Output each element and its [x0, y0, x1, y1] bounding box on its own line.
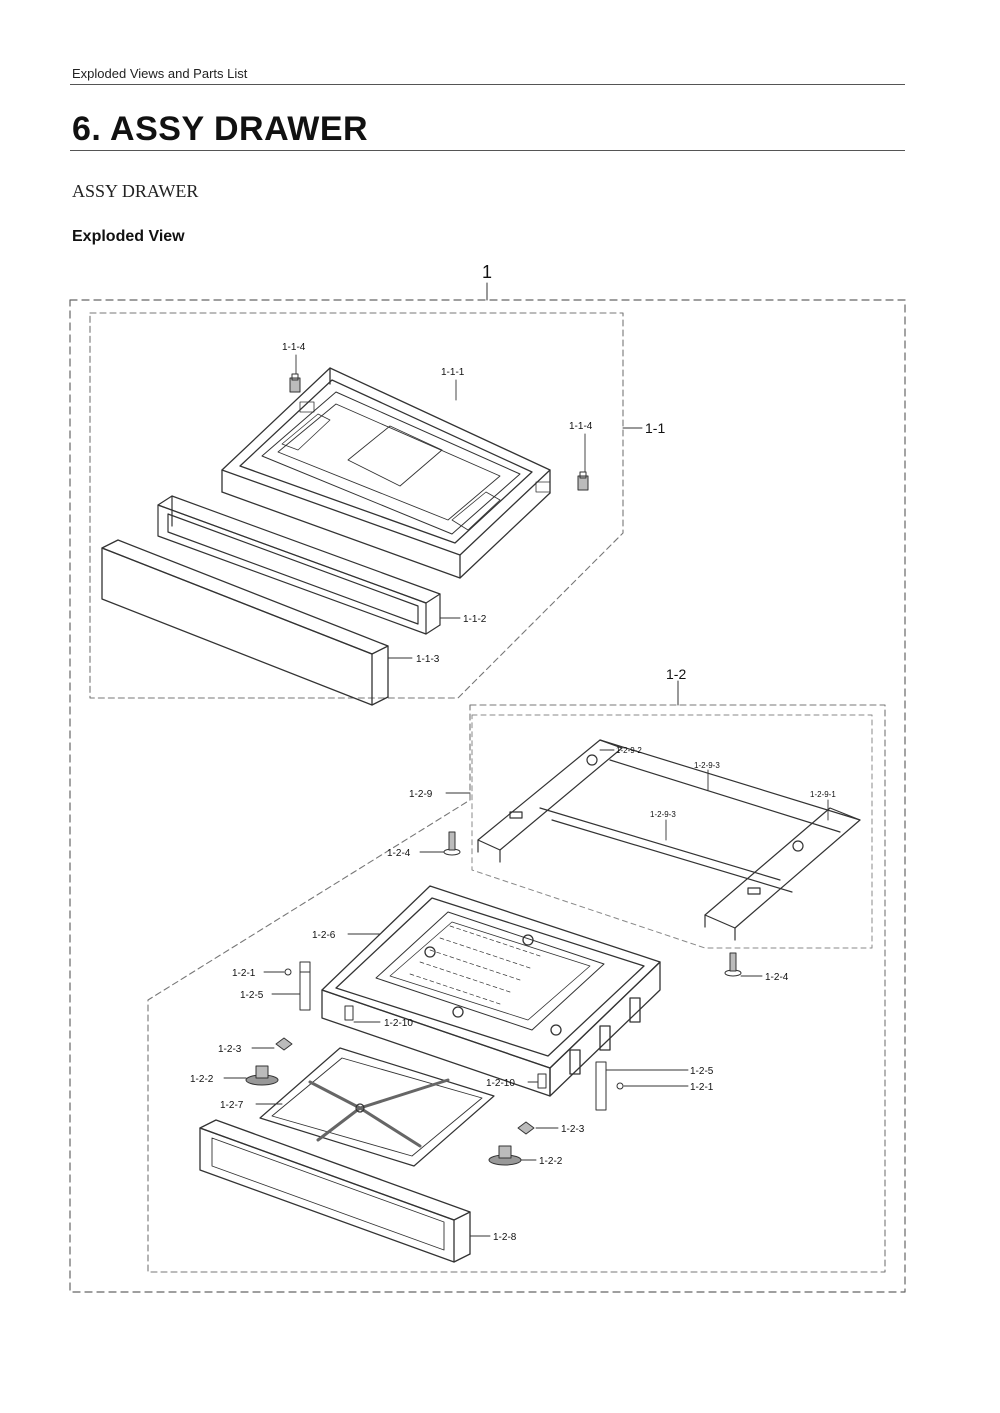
label-1-1-1: 1-1-1: [441, 367, 465, 378]
part-stopper-left: [344, 1005, 354, 1021]
label-1-2-7: 1-2-7: [220, 1100, 244, 1111]
part-caster-left: [245, 1065, 279, 1086]
title-rule: [70, 150, 905, 151]
label-1-2-2-left: 1-2-2: [190, 1074, 214, 1085]
part-caster-clip-left: [275, 1037, 293, 1051]
label-1-2-9: 1-2-9: [409, 789, 433, 800]
sub-assembly-1-2-boundary: [147, 704, 886, 1273]
label-1-2-5-left: 1-2-5: [240, 990, 264, 1001]
sub-assembly-1-1-boundary: [89, 312, 624, 699]
part-slide-clip-right: [577, 471, 589, 491]
label-1-2-10-left: 1-2-10: [384, 1018, 413, 1029]
part-caster-clip-right: [517, 1121, 535, 1135]
part-side-bracket-left: [284, 961, 311, 1011]
section-heading: Exploded View: [72, 228, 185, 245]
part-caster-right: [488, 1145, 522, 1166]
part-front-panel: [101, 539, 389, 706]
label-1-1-2: 1-1-2: [463, 614, 487, 625]
label-1-2-1-left: 1-2-1: [232, 968, 256, 979]
part-front-frame: [157, 495, 441, 635]
part-leveling-foot-upper: [443, 831, 461, 856]
assembly-subtitle: ASSY DRAWER: [72, 181, 199, 201]
part-stopper-right: [537, 1073, 547, 1089]
label-1-1-4-left: 1-1-4: [282, 342, 306, 353]
part-drawer-tub: [221, 367, 551, 579]
label-1-2-8: 1-2-8: [493, 1232, 517, 1243]
label-1-2-9-1: 1-2-9-1: [810, 790, 836, 799]
label-1-2-9-3-mid: 1-2-9-3: [650, 810, 676, 819]
label-1-2-5-right: 1-2-5: [690, 1066, 714, 1077]
page-title: 6. ASSY DRAWER: [72, 110, 369, 148]
part-rail-frame: [477, 739, 861, 941]
part-bottom-plate: [259, 1047, 495, 1167]
part-leveling-foot-lower: [724, 952, 742, 977]
label-1-2: 1-2: [666, 666, 686, 682]
label-1-1-3: 1-1-3: [416, 654, 440, 665]
label-1-1: 1-1: [645, 420, 665, 436]
label-1-2-6: 1-2-6: [312, 930, 336, 941]
label-1-2-2-right: 1-2-2: [539, 1156, 563, 1167]
sub-assembly-1-2-9-boundary: [471, 714, 873, 949]
label-1-2-4-right: 1-2-4: [765, 972, 789, 983]
label-1-2-4-left: 1-2-4: [387, 848, 411, 859]
part-cart-frame: [321, 885, 661, 1097]
label-1-2-1-right: 1-2-1: [690, 1082, 714, 1093]
part-slide-clip-left: [289, 373, 301, 393]
running-header: Exploded Views and Parts List: [72, 66, 248, 81]
assembly-1-boundary: [69, 299, 906, 1293]
part-side-bracket-right: [595, 1061, 624, 1111]
label-1-2-10-right: 1-2-10: [486, 1078, 515, 1089]
label-1: 1: [482, 262, 492, 282]
header-rule: [70, 84, 905, 85]
part-cart-front-frame: [199, 1119, 471, 1263]
label-1-2-9-2: 1-2-9-2: [616, 746, 642, 755]
label-1-2-3-right: 1-2-3: [561, 1124, 585, 1135]
label-1-1-4-right: 1-1-4: [569, 421, 593, 432]
label-1-2-9-3-top: 1-2-9-3: [694, 761, 720, 770]
label-1-2-3-left: 1-2-3: [218, 1044, 242, 1055]
